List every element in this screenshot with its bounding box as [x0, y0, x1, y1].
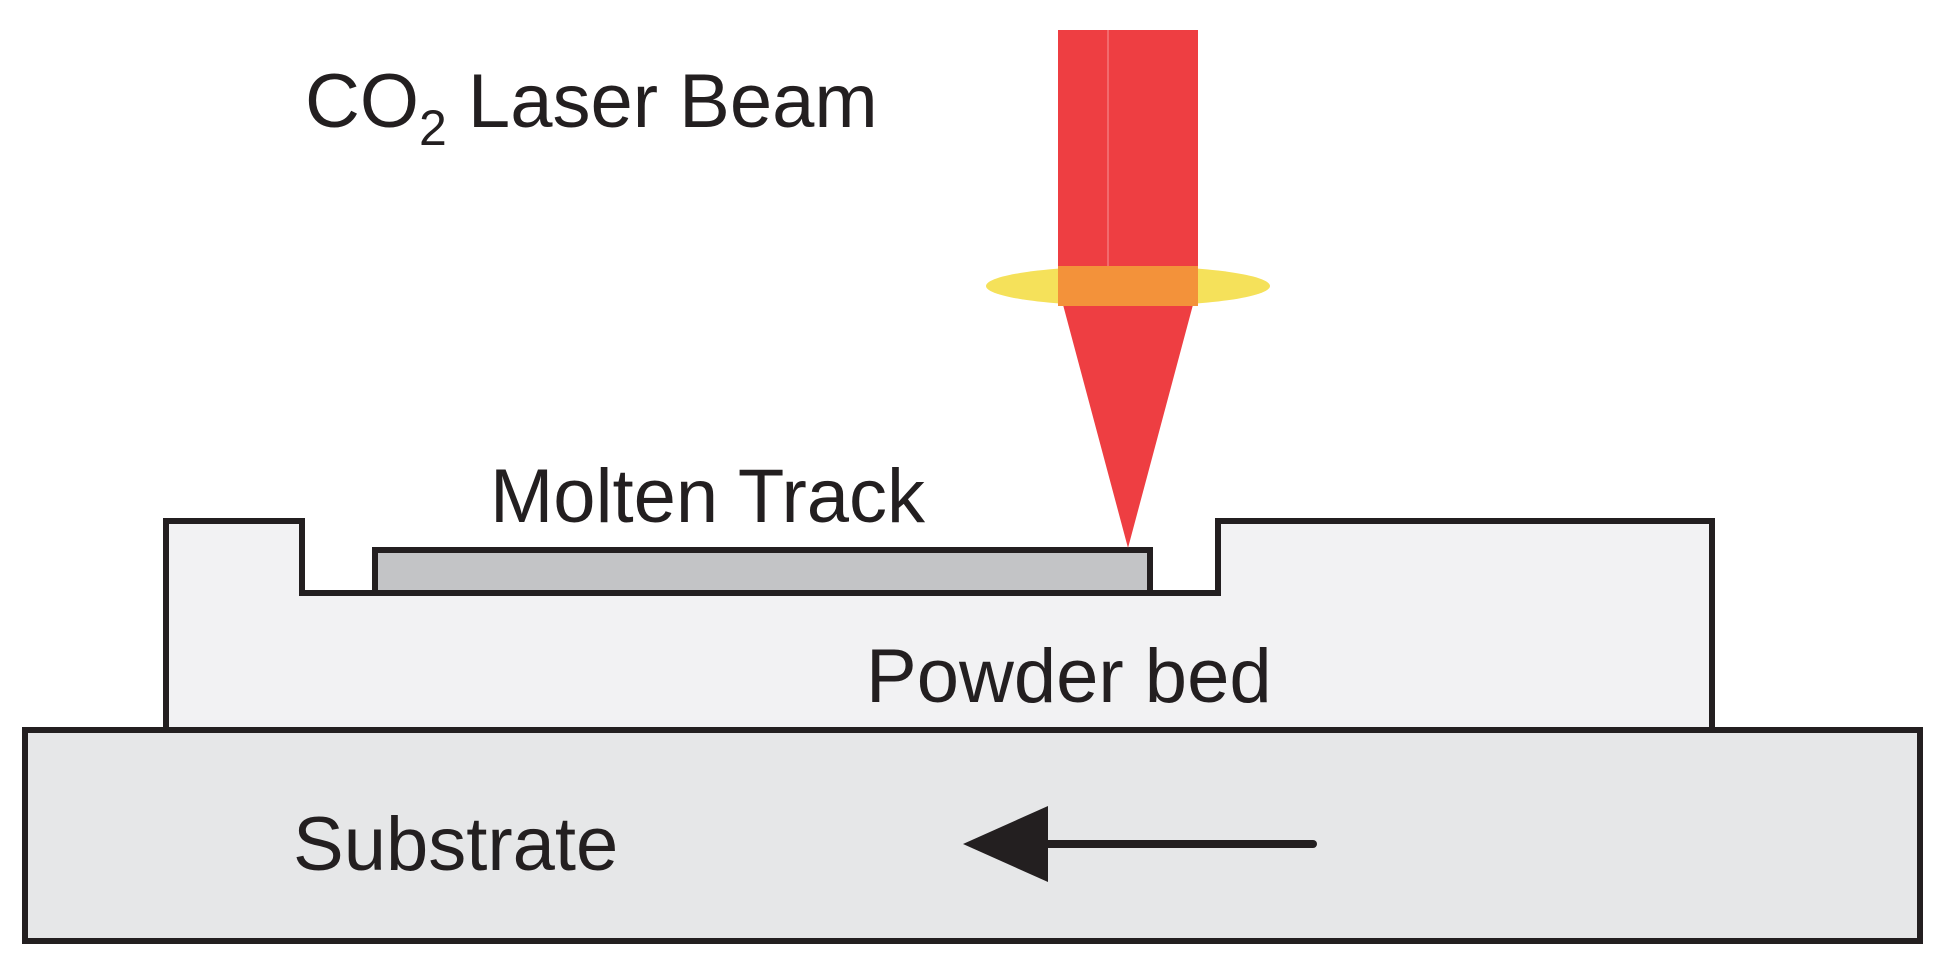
laser-beam-label: CO2 Laser Beam: [305, 59, 878, 156]
laser-label-suffix: Laser Beam: [447, 59, 878, 144]
lens-beam-overlap: [1058, 266, 1198, 306]
molten-track-label: Molten Track: [490, 454, 926, 539]
laser-label-prefix: CO: [305, 59, 419, 144]
molten-track: [372, 547, 1153, 596]
arrow-left-icon: [963, 806, 1317, 882]
powder-bed-label: Powder bed: [866, 634, 1272, 719]
laser-label-subscript: 2: [419, 100, 447, 156]
laser-beam-focus-cone: [1058, 286, 1198, 548]
substrate-block: [22, 727, 1923, 944]
substrate-label: Substrate: [293, 802, 618, 887]
powder-bed: [163, 518, 1715, 733]
laser-beam-collimated: [1058, 30, 1198, 286]
